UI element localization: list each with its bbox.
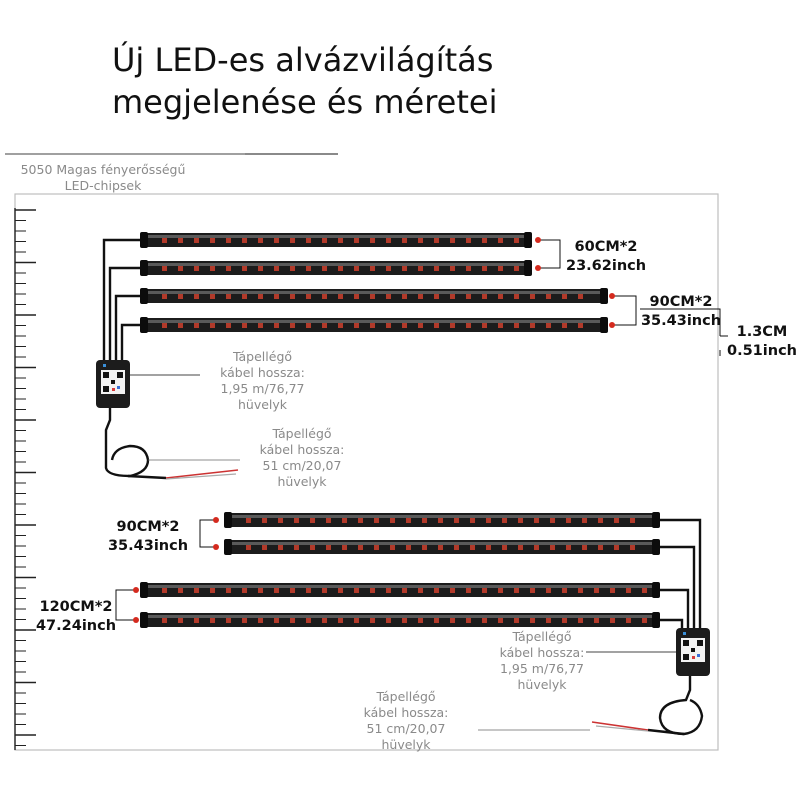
strip-60-b: [140, 260, 532, 276]
strip-90-d: [224, 539, 660, 555]
strip-120-b: [140, 612, 660, 628]
power-cable-long-label-bottom: Tápellégő kábel hossza: 1,95 m/76,77 hüv…: [499, 629, 585, 692]
wires-bottom: [647, 518, 704, 736]
ruler-scale: [14, 208, 36, 750]
dim-60-label: 60CM*2 23.62inch: [566, 239, 647, 274]
strip-90-c: [224, 512, 660, 528]
dim-width-label: 1.3CM 0.51inch: [727, 324, 797, 359]
diagram-frame: [14, 193, 719, 751]
chip-label: 5050 Magas fényerősségű LED-chipsek: [20, 162, 186, 193]
strip-120-a: [140, 582, 660, 598]
power-cable-long-label-top: Tápellégő kábel hossza: 1,95 m/76,77 hüv…: [220, 349, 305, 412]
controller-bottom: [676, 628, 710, 676]
dim-90-bottom-label: 90CM*2 35.43inch: [107, 519, 189, 554]
controller-top: [96, 360, 130, 408]
power-cable-short-label-top: Tápellégő kábel hossza: 51 cm/20,07 hüve…: [259, 426, 345, 489]
wires-top: [102, 238, 167, 480]
page-title-line2: megjelenése és méretei: [112, 83, 498, 121]
dim-90-top-label: 90CM*2 35.43inch: [640, 294, 722, 329]
dimension-brackets: [115, 239, 728, 621]
strip-90-a: [140, 288, 608, 304]
dim-120-label: 120CM*2 47.24inch: [35, 599, 117, 634]
led-strips: [140, 232, 660, 628]
strip-60-a: [140, 232, 532, 248]
strip-90-b: [140, 317, 608, 333]
page-title-line1: Új LED-es alvázvilágítás: [112, 41, 494, 79]
power-cable-short-label-bottom: Tápellégő kábel hossza: 51 cm/20,07 hüve…: [363, 689, 449, 752]
dimension-markers: [133, 237, 615, 623]
